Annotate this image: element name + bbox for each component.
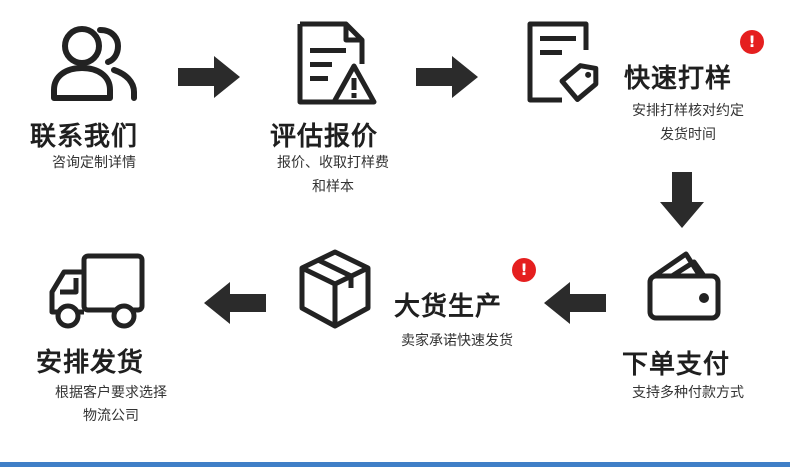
step-desc: 报价、收取打样费 <box>277 155 389 171</box>
arrow-right-icon <box>178 56 240 98</box>
step-title: 联系我们 <box>30 122 139 152</box>
document-tag-icon <box>527 21 599 103</box>
step-title: 下单支付 <box>622 350 731 380</box>
step-title: 快速打样 <box>624 64 733 94</box>
step-desc: 卖家承诺快速发货 <box>401 333 513 349</box>
alert-badge: ! <box>740 30 764 54</box>
arrow-left-icon <box>544 282 606 324</box>
step-title: 评估报价 <box>270 122 379 152</box>
step-desc: 物流公司 <box>83 408 139 424</box>
box-icon <box>299 249 371 329</box>
step-desc: 支持多种付款方式 <box>632 385 744 401</box>
arrow-right-icon <box>416 56 478 98</box>
truck-icon <box>49 253 145 329</box>
alert-badge: ! <box>512 258 536 282</box>
step-desc: 发货时间 <box>660 127 716 143</box>
step-desc: 和样本 <box>312 179 354 195</box>
step-desc: 安排打样核对约定 <box>632 103 744 119</box>
bottom-divider <box>0 462 790 467</box>
arrow-left-icon <box>204 282 266 324</box>
users-icon <box>51 26 137 101</box>
wallet-icon <box>647 251 721 321</box>
step-title: 大货生产 <box>394 292 503 322</box>
step-desc: 咨询定制详情 <box>52 155 136 171</box>
step-desc: 根据客户要求选择 <box>55 385 167 401</box>
step-title: 安排发货 <box>36 348 145 378</box>
arrow-down-icon <box>660 172 704 228</box>
document-warning-icon <box>297 21 377 105</box>
